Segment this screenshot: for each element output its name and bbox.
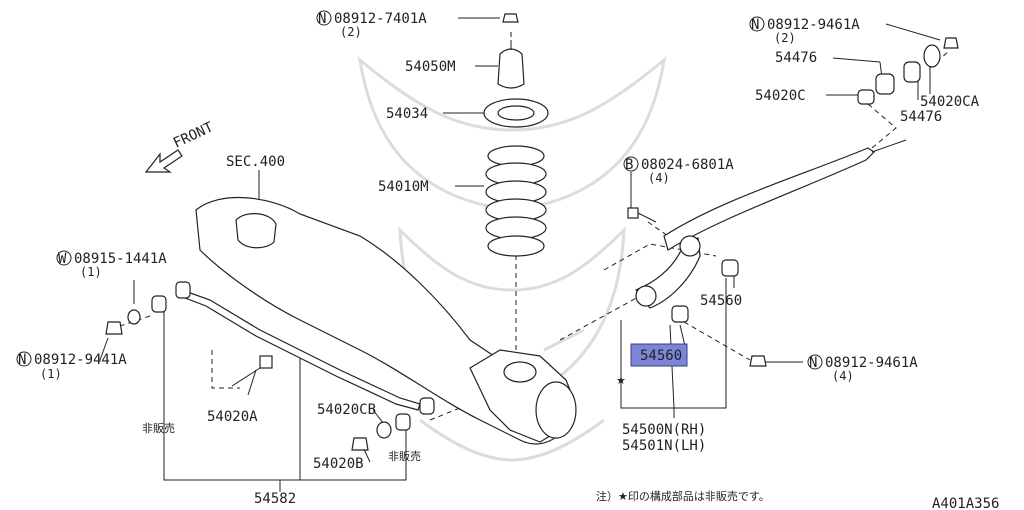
part-prefix: N bbox=[18, 352, 26, 368]
part-qty: (2) bbox=[340, 25, 362, 39]
nut-top bbox=[502, 13, 519, 23]
bump-stop bbox=[497, 48, 525, 89]
part-number: 54034 bbox=[386, 106, 428, 122]
part-number: 08912-9461A bbox=[767, 17, 860, 33]
not-sold-label: 非販売 bbox=[142, 422, 175, 435]
part-number: 08915-1441A bbox=[74, 251, 167, 267]
coil-spring bbox=[485, 145, 547, 257]
highlight-box bbox=[630, 343, 688, 367]
part-number: SEC.400 bbox=[226, 154, 285, 170]
part-number: 54020CA bbox=[920, 94, 980, 110]
part-number: 08912-9441A bbox=[34, 352, 127, 368]
prefix-circles bbox=[16, 10, 823, 370]
figure-code: A401A356 bbox=[932, 496, 999, 510]
part-prefix: N bbox=[809, 355, 817, 371]
part-number: 54501N(LH) bbox=[622, 438, 706, 454]
part-number: 54050M bbox=[405, 59, 456, 75]
part-qty: (4) bbox=[648, 171, 670, 185]
star-mark: ★ bbox=[616, 374, 626, 387]
part-qty: (2) bbox=[774, 31, 796, 45]
not-sold-label: 非販売 bbox=[388, 450, 421, 463]
callout-labels: N 08912-7401A (2) 54050M 54034 54010M N … bbox=[18, 11, 999, 510]
part-shapes bbox=[105, 13, 959, 451]
part-qty: (1) bbox=[80, 265, 102, 279]
part-number: 08912-9461A bbox=[825, 355, 918, 371]
part-prefix: B bbox=[625, 157, 633, 173]
part-number: 54020B bbox=[313, 456, 364, 472]
front-arrow: FRONT bbox=[144, 119, 216, 173]
footnote: 注）★印の構成部品は非販売です。 bbox=[596, 489, 770, 503]
part-number: 54020CB bbox=[317, 402, 376, 418]
part-number: 54476 bbox=[900, 109, 942, 125]
part-number: 54010M bbox=[378, 179, 429, 195]
part-number: 54582 bbox=[254, 491, 296, 507]
part-number: 54020C bbox=[755, 88, 806, 104]
stabilizer-bar bbox=[179, 289, 421, 411]
part-number: 54476 bbox=[775, 50, 817, 66]
part-number: 08024-6801A bbox=[641, 157, 734, 173]
upper-link bbox=[663, 147, 875, 251]
part-number: 08912-7401A bbox=[334, 11, 427, 27]
part-prefix: N bbox=[751, 17, 759, 33]
part-number: 54560 bbox=[700, 293, 742, 309]
part-qty: (1) bbox=[40, 367, 62, 381]
part-number: 54020A bbox=[207, 409, 258, 425]
part-prefix: N bbox=[318, 11, 326, 27]
highlighted-part-number: 54560 bbox=[640, 348, 682, 364]
leader-lines bbox=[99, 17, 951, 492]
part-qty: (4) bbox=[832, 369, 854, 383]
part-number: 54500N(RH) bbox=[622, 422, 706, 438]
front-label: FRONT bbox=[171, 119, 216, 152]
part-prefix: W bbox=[58, 251, 67, 267]
